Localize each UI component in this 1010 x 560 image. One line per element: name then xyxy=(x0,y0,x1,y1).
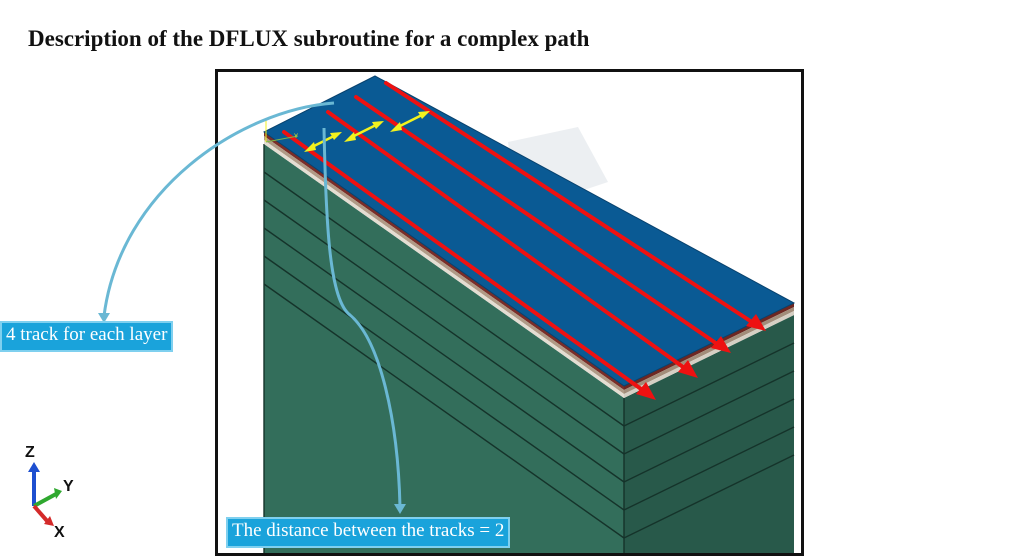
deposit-layer-red xyxy=(264,132,624,390)
y-axis-line xyxy=(33,492,57,508)
track-3 xyxy=(354,95,725,350)
axis-label-z: Z xyxy=(25,444,35,461)
x-axis-line xyxy=(32,504,50,524)
callout-curve-tracks xyxy=(102,101,335,317)
axis-label-y: Y xyxy=(63,478,74,495)
axis-label-x: X xyxy=(54,524,65,541)
fe-model-render: Hy xyxy=(263,75,796,553)
y-axis-arrowhead xyxy=(54,488,62,499)
front-face xyxy=(264,144,624,553)
svg-text:Y: Y xyxy=(294,134,298,140)
local-axis-marker: Y xyxy=(265,118,299,143)
top-surface xyxy=(263,75,796,387)
axis-triad: Z Y X xyxy=(14,444,94,549)
end-face xyxy=(624,315,794,553)
spacing-arrowheads xyxy=(304,111,430,152)
deposit-layer-light-end xyxy=(624,311,794,398)
x-axis-arrowhead xyxy=(44,516,54,526)
z-axis-arrowhead xyxy=(28,462,40,472)
callout-arrowhead-tracks xyxy=(98,313,110,323)
model-viewport[interactable]: Hy xyxy=(215,69,804,556)
layer-lines-front xyxy=(263,171,625,539)
tracks-per-layer-label: 4 track for each layer xyxy=(0,321,174,352)
track-arrowheads xyxy=(636,314,766,400)
page-title: Description of the DFLUX subroutine for … xyxy=(28,26,590,51)
track-distance-label: The distance between the tracks = 2 xyxy=(226,517,511,548)
track-2 xyxy=(326,110,692,374)
deposit-layer-tan-end xyxy=(624,307,794,394)
axis-triad-graphic xyxy=(28,462,62,526)
deposit-layer-light xyxy=(264,140,624,398)
track-4 xyxy=(384,81,760,328)
track-lines xyxy=(282,81,760,396)
callout-curve-distance xyxy=(322,127,402,508)
layer-lines-end xyxy=(623,342,795,539)
deposit-layer-tan xyxy=(264,136,624,394)
track-1 xyxy=(282,130,650,396)
callout-arrowhead-distance xyxy=(394,504,406,514)
